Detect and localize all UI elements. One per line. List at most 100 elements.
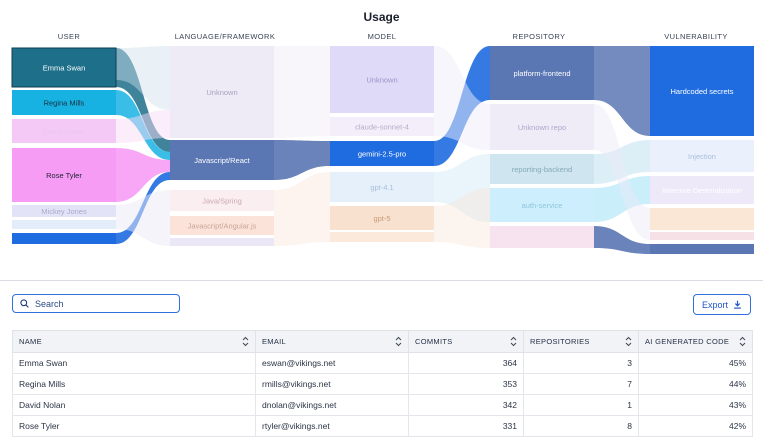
sankey-link	[594, 46, 650, 136]
cell-name: Rose Tyler	[12, 415, 256, 437]
sankey-node-label: Java/Spring	[202, 197, 242, 206]
sankey-node-label: gpt-5	[373, 214, 390, 223]
cell-name: Emma Swan	[12, 352, 256, 374]
sankey-node-model[interactable]	[330, 141, 434, 166]
sankey-node-vulnerability[interactable]	[650, 176, 754, 204]
sankey-node-label: Rose Tyler	[46, 171, 82, 180]
sankey-node-label: Hardcoded secrets	[671, 87, 734, 96]
table-row[interactable]: Emma Swan eswan@vikings.net 364 3 45%	[12, 352, 753, 374]
sankey-node-repository[interactable]	[490, 46, 594, 100]
sankey-node-label: Regina Mills	[44, 99, 85, 108]
table-header-row: NAME EMAIL COMMITS REPOSITORIES AI GENER…	[12, 330, 753, 353]
sankey-node-model[interactable]	[330, 172, 434, 202]
header-email[interactable]: EMAIL	[255, 330, 409, 353]
sankey-node-model[interactable]	[330, 206, 434, 230]
sankey-node-label: gemini-2.5-pro	[358, 150, 406, 159]
sankey-node-repository[interactable]	[490, 226, 594, 248]
sankey-link	[274, 46, 330, 138]
header-name[interactable]: NAME	[12, 330, 256, 353]
column-header-user: USER	[57, 32, 81, 41]
cell-commits: 353	[408, 373, 524, 395]
sankey-node-label: auth-service	[522, 201, 563, 210]
sankey-node-repository[interactable]	[490, 188, 594, 222]
sankey-node-label: Injection	[688, 152, 716, 161]
cell-ai-generated-code: 44%	[638, 373, 753, 395]
cell-email: rmills@vikings.net	[255, 373, 409, 395]
cell-repositories: 1	[523, 394, 639, 416]
cell-repositories: 8	[523, 415, 639, 437]
header-ai-generated-code[interactable]: AI GENERATED CODE	[638, 330, 753, 353]
sankey-node-vulnerability[interactable]	[650, 140, 754, 172]
cell-commits: 331	[408, 415, 524, 437]
sankey-node-language[interactable]	[170, 190, 274, 211]
chart-title: Usage	[363, 10, 400, 24]
sort-icon	[510, 336, 517, 347]
table-row[interactable]: David Nolan dnolan@vikings.net 342 1 43%	[12, 394, 753, 416]
cell-email: dnolan@vikings.net	[255, 394, 409, 416]
sankey-node-language[interactable]	[170, 140, 274, 180]
section-divider	[0, 280, 763, 281]
sankey-node-language[interactable]	[170, 46, 274, 138]
cell-ai-generated-code: 43%	[638, 394, 753, 416]
sankey-node-label: claude-sonnet-4	[355, 123, 409, 132]
sankey-node-label: Insecure Deserialization	[662, 186, 742, 195]
sankey-link	[116, 190, 170, 246]
column-header-model: MODEL	[367, 32, 397, 41]
sankey-node-user[interactable]	[12, 205, 116, 217]
column-header-vulnerability: VULNERABILITY	[664, 32, 728, 41]
sankey-node-repository[interactable]	[490, 104, 594, 150]
sankey-node-model[interactable]	[330, 232, 434, 242]
sankey-node-label: David Nolan	[44, 127, 85, 136]
sankey-node-vulnerability[interactable]	[650, 244, 754, 254]
sankey-node-vulnerability[interactable]	[650, 208, 754, 230]
header-repositories[interactable]: REPOSITORIES	[523, 330, 639, 353]
sankey-node-label: Javascript/Angular.js	[188, 222, 257, 231]
sankey-node-user[interactable]	[12, 233, 116, 244]
cell-email: eswan@vikings.net	[255, 352, 409, 374]
sankey-node-user[interactable]	[12, 148, 116, 202]
sankey-node-label: Emma Swan	[43, 64, 86, 73]
sankey-node-language[interactable]	[170, 216, 274, 235]
sankey-link	[594, 176, 650, 222]
sankey-node-label: Javascript/React	[194, 156, 250, 165]
download-icon	[734, 300, 741, 309]
users-table: NAME EMAIL COMMITS REPOSITORIES AI GENER…	[12, 330, 753, 437]
table-row[interactable]: Regina Mills rmills@vikings.net 353 7 44…	[12, 373, 753, 395]
cell-name: David Nolan	[12, 394, 256, 416]
search-input[interactable]	[35, 296, 175, 311]
sankey-node-label: Mickey Jones	[41, 207, 87, 216]
sankey-node-user[interactable]	[12, 220, 116, 229]
export-button[interactable]: Export	[693, 294, 751, 315]
sankey-link	[116, 46, 170, 110]
cell-ai-generated-code: 42%	[638, 415, 753, 437]
sort-icon	[242, 336, 249, 347]
search-box[interactable]	[12, 294, 180, 313]
sankey-node-label: reporting-backend	[512, 165, 572, 174]
sankey-node-vulnerability[interactable]	[650, 46, 754, 136]
sankey-node-repository[interactable]	[490, 154, 594, 184]
sankey-link	[434, 154, 490, 222]
sankey-node-vulnerability[interactable]	[650, 232, 754, 240]
sankey-link	[594, 104, 650, 240]
sankey-node-language[interactable]	[170, 238, 274, 246]
header-commits[interactable]: COMMITS	[408, 330, 524, 353]
sankey-node-model[interactable]	[330, 46, 434, 113]
sankey-node-user[interactable]	[11, 47, 117, 88]
cell-name: Regina Mills	[12, 373, 256, 395]
search-icon	[20, 299, 29, 308]
sankey-link	[434, 188, 490, 248]
column-header-repository: REPOSITORY	[512, 32, 566, 41]
sankey-node-model[interactable]	[330, 117, 434, 136]
cell-commits: 364	[408, 352, 524, 374]
sankey-link	[116, 48, 170, 152]
sankey-link	[274, 172, 330, 246]
sankey-node-label: Unknown	[206, 88, 237, 97]
sankey-node-label: gpt-4.1	[370, 183, 393, 192]
sankey-node-user[interactable]	[12, 119, 116, 143]
sankey-link	[116, 110, 170, 143]
sankey-node-user[interactable]	[12, 90, 116, 115]
sankey-link	[594, 226, 650, 254]
sankey-node-label: platform-frontend	[513, 69, 570, 78]
table-row[interactable]: Rose Tyler rtyler@vikings.net 331 8 42%	[12, 415, 753, 437]
